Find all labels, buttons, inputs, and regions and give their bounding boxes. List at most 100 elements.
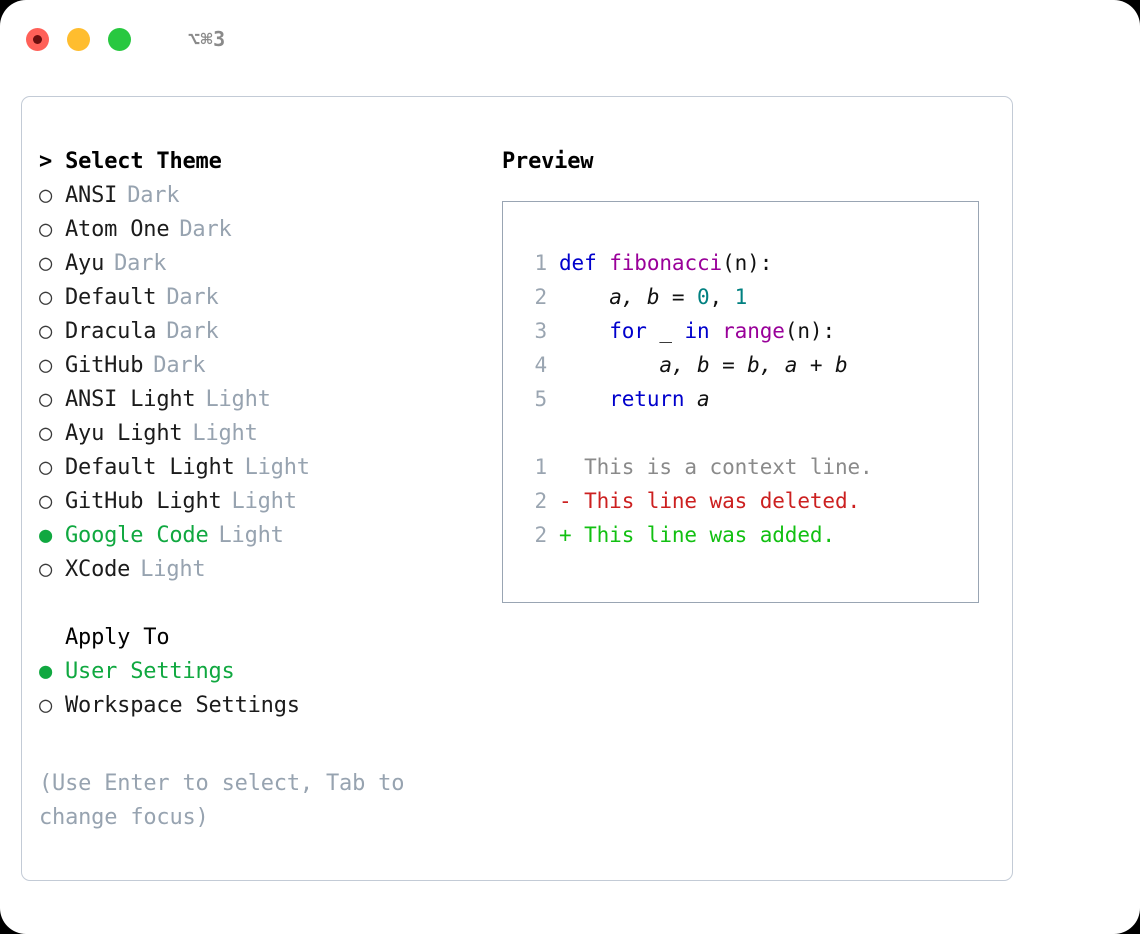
code-token: fibonacci	[609, 251, 723, 275]
diff-line: 1 This is a context line.	[521, 450, 978, 484]
theme-variant-tag: Dark	[179, 217, 232, 242]
radio-selected-icon: ●	[39, 659, 53, 684]
code-line: 2 a, b = 0, 1	[521, 280, 978, 314]
code-token	[559, 353, 659, 377]
code-token: def	[559, 251, 597, 275]
window-controls	[26, 27, 131, 51]
radio-unselected-icon: ○	[39, 489, 53, 514]
code-token: a, b = b, a + b	[659, 353, 848, 377]
code-token: (n):	[722, 251, 773, 275]
code-token: return	[609, 387, 685, 411]
radio-unselected-icon: ○	[39, 421, 53, 446]
radio-unselected-icon: ○	[39, 353, 53, 378]
code-token	[559, 285, 609, 309]
code-token	[684, 387, 697, 411]
theme-variant-tag: Dark	[166, 285, 219, 310]
theme-list-item[interactable]: ○ ANSI Dark	[39, 179, 492, 213]
theme-name-label: ANSI	[65, 183, 118, 208]
theme-list-item[interactable]: ○ Ayu Dark	[39, 247, 492, 281]
diff-text: This line was deleted.	[571, 489, 861, 513]
theme-variant-tag: Dark	[166, 319, 219, 344]
radio-unselected-icon: ○	[39, 693, 53, 718]
code-token	[559, 319, 609, 343]
diff-sign: +	[559, 523, 572, 547]
apply-to-list-item[interactable]: ● User Settings	[39, 655, 492, 689]
code-token	[710, 319, 723, 343]
code-token: for	[609, 319, 647, 343]
theme-name-label: Atom One	[65, 217, 170, 242]
code-token: a, b =	[609, 285, 697, 309]
code-token: (n):	[784, 319, 836, 343]
theme-name-label: XCode	[65, 557, 131, 582]
theme-name-label: Dracula	[65, 319, 157, 344]
code-token	[559, 387, 609, 411]
radio-unselected-icon: ○	[39, 319, 53, 344]
diff-sign	[559, 455, 572, 479]
hint-spacer	[39, 723, 492, 767]
theme-name-label: Default Light	[65, 455, 235, 480]
radio-unselected-icon: ○	[39, 285, 53, 310]
theme-variant-tag: Light	[205, 387, 271, 412]
code-diff-spacer	[521, 416, 978, 450]
code-token: range	[722, 319, 785, 343]
theme-name-label: GitHub Light	[65, 489, 222, 514]
theme-name-label: Ayu	[65, 251, 105, 276]
code-token: _	[646, 319, 685, 343]
theme-name-label: Google Code	[65, 523, 209, 548]
diff-text: This is a context line.	[571, 455, 873, 479]
theme-list-item[interactable]: ○ Default Light Light	[39, 451, 492, 485]
diff-line: 2 + This line was added.	[521, 518, 978, 552]
code-token: in	[684, 319, 710, 343]
line-number: 1	[534, 251, 547, 275]
radio-selected-icon: ●	[39, 523, 53, 548]
radio-unselected-icon: ○	[39, 183, 53, 208]
code-token: a	[697, 387, 710, 411]
diff-line-number: 2	[534, 523, 547, 547]
apply-to-list-item[interactable]: ○Workspace Settings	[39, 689, 492, 723]
apply-to-list[interactable]: ● User Settings ○Workspace Settings	[39, 655, 492, 723]
code-line: 1 def fibonacci(n):	[521, 246, 978, 280]
line-number: 4	[534, 353, 547, 377]
radio-unselected-icon: ○	[39, 251, 53, 276]
diff-text: This line was added.	[571, 523, 835, 547]
close-button-icon[interactable]	[26, 27, 49, 51]
radio-unselected-icon: ○	[39, 455, 53, 480]
line-number: 5	[534, 387, 547, 411]
diff-sign: -	[559, 489, 572, 513]
keyboard-hint-text: (Use Enter to select, Tab to change focu…	[39, 771, 418, 830]
keyboard-shortcut-label: ⌥⌘3	[188, 27, 226, 51]
diff-line-number: 2	[534, 489, 547, 513]
theme-variant-tag: Light	[140, 557, 206, 582]
minimize-button-icon[interactable]	[67, 27, 90, 51]
line-number: 2	[534, 285, 547, 309]
maximize-button-icon[interactable]	[108, 27, 131, 51]
preview-heading: Preview	[502, 149, 594, 174]
code-token	[597, 251, 610, 275]
theme-name-label: ANSI Light	[65, 387, 196, 412]
theme-list-item[interactable]: ○ XCode Light	[39, 553, 492, 587]
apply-to-label: User Settings	[65, 659, 235, 684]
diff-line-number: 1	[534, 455, 547, 479]
theme-variant-tag: Dark	[114, 251, 167, 276]
theme-variant-tag: Dark	[127, 183, 180, 208]
theme-list-item[interactable]: ○ Dracula Dark	[39, 315, 492, 349]
title-bar: ⌥⌘3	[0, 0, 1140, 78]
theme-variant-tag: Light	[244, 455, 310, 480]
select-theme-heading: > Select Theme	[39, 149, 222, 174]
theme-variant-tag: Light	[192, 421, 258, 446]
radio-unselected-icon: ○	[39, 557, 53, 582]
